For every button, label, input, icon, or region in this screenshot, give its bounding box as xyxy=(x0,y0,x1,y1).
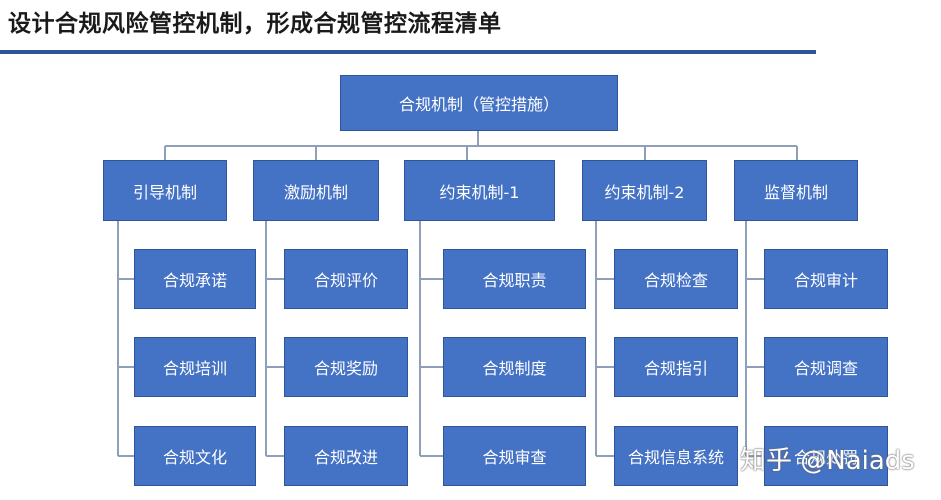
node-compliance-evaluation: 合规评价 xyxy=(284,249,408,309)
title-underline xyxy=(0,50,816,54)
root-node: 合规机制（管控措施） xyxy=(340,75,618,131)
node-compliance-improvement: 合规改进 xyxy=(284,426,408,486)
node-compliance-penalty: 合规处罚 xyxy=(764,426,888,486)
node-compliance-audit: 合规审计 xyxy=(764,249,888,309)
node-compliance-inspection: 合规检查 xyxy=(614,249,738,309)
node-compliance-rules: 合规制度 xyxy=(443,337,586,397)
node-compliance-reward: 合规奖励 xyxy=(284,337,408,397)
zhihu-watermark: 知乎 @Naiads xyxy=(740,446,915,476)
node-compliance-investigation: 合规调查 xyxy=(764,337,888,397)
node-incentive-mechanism: 激励机制 xyxy=(253,160,379,221)
page-title: 设计合规风险管控机制，形成合规管控流程清单 xyxy=(8,11,502,37)
node-compliance-duties: 合规职责 xyxy=(443,249,586,309)
node-compliance-culture: 合规文化 xyxy=(134,426,256,486)
node-compliance-guidance: 合规指引 xyxy=(614,337,738,397)
node-compliance-review: 合规审查 xyxy=(443,426,586,486)
node-constraint-mechanism-1: 约束机制-1 xyxy=(404,160,555,221)
node-guidance-mechanism: 引导机制 xyxy=(103,160,227,221)
node-compliance-info-system: 合规信息系统 xyxy=(614,426,738,486)
node-supervision-mechanism: 监督机制 xyxy=(734,160,858,221)
node-compliance-training: 合规培训 xyxy=(134,337,256,397)
node-constraint-mechanism-2: 约束机制-2 xyxy=(582,160,707,221)
node-compliance-commitment: 合规承诺 xyxy=(134,249,256,309)
